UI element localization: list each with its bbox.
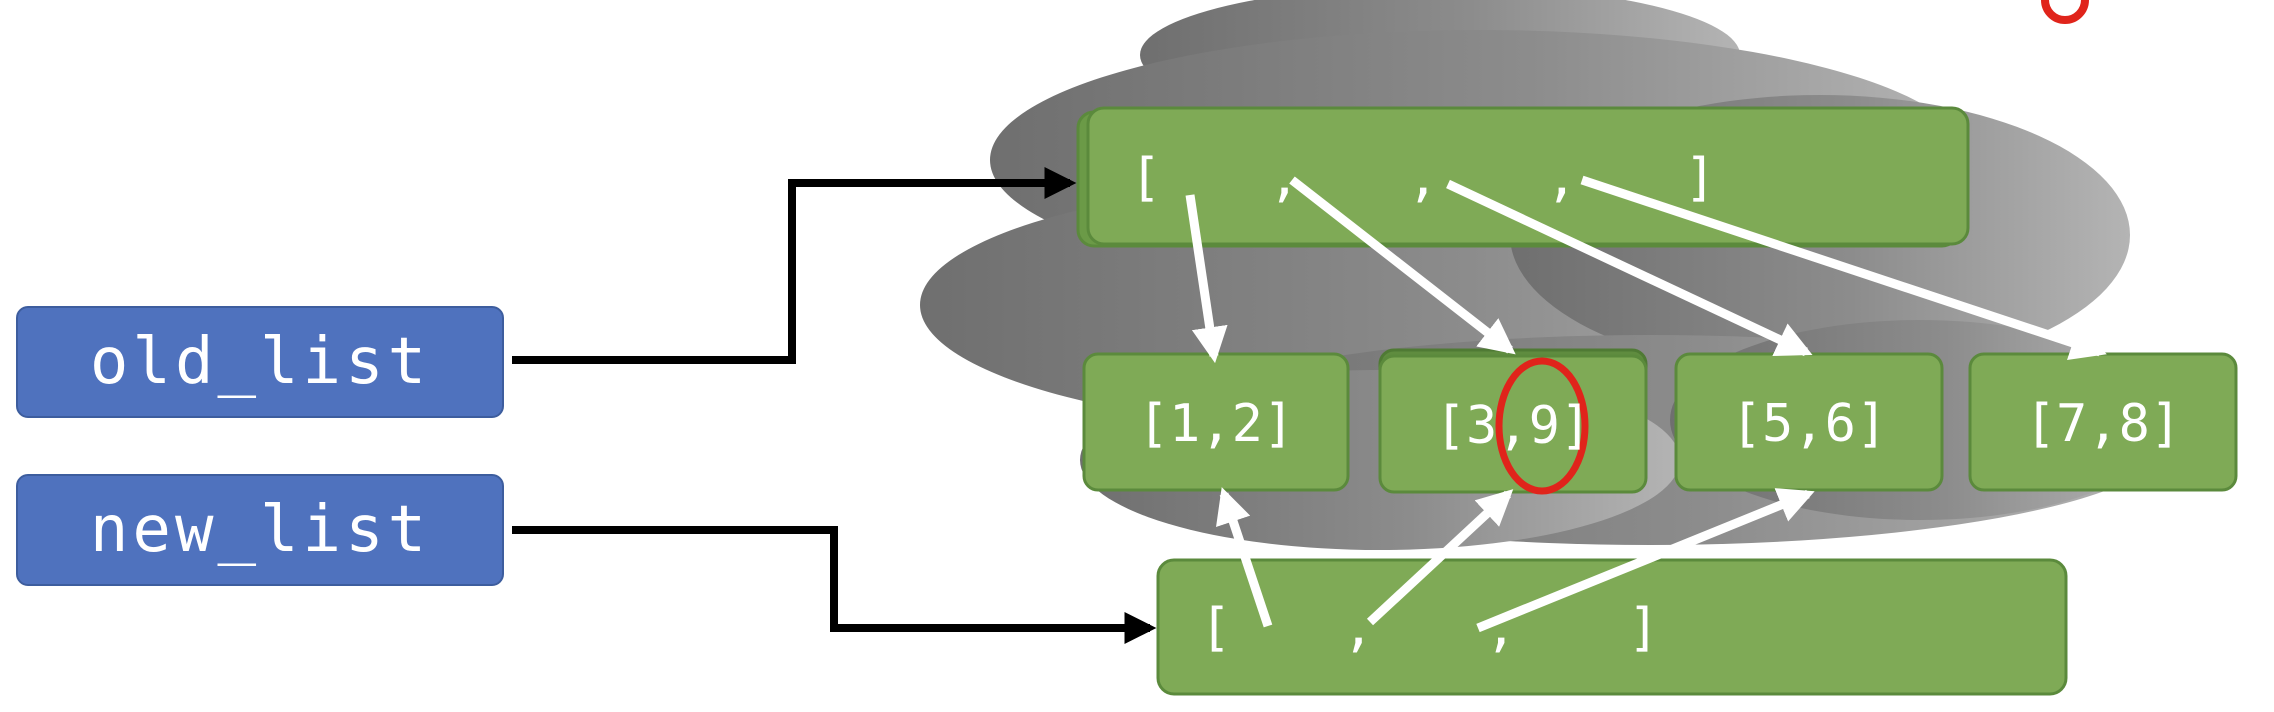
pointer-arrow-old-3 (1446, 179, 1813, 357)
pointer-arrow-old-4 (1580, 175, 2107, 361)
new-list-contents: [ , , ] (1200, 598, 1700, 658)
pointer-arrow-new-2 (1366, 489, 1514, 626)
new-list-label: new_list (89, 493, 431, 567)
new-list-box (1156, 558, 2068, 696)
inner-list-4-value: [7,8] (2024, 394, 2182, 454)
pointer-arrow-new-1 (1216, 487, 1273, 628)
old-list-variable: old_list (16, 306, 504, 418)
inner-list-2-value: [3,9] (1434, 396, 1592, 456)
old-list-box (1086, 106, 1970, 246)
inner-list-1-value: [1,2] (1137, 394, 1295, 454)
pointer-arrow-old-2 (1289, 176, 1516, 355)
pointer-arrow-new-3 (1476, 488, 1815, 633)
inner-list-3-value: [5,6] (1730, 394, 1888, 454)
highlight-arc-partial (2041, 0, 2089, 24)
pointer-arrow-old-1 (1185, 194, 1228, 364)
old-list-reference-arrow (512, 167, 1077, 364)
new-list-variable: new_list (16, 474, 504, 586)
changed-value-highlight (1495, 357, 1589, 495)
old-list-label: old_list (89, 325, 431, 399)
old-list-contents: [ , , , ] (1130, 148, 1754, 208)
new-list-reference-arrow (512, 526, 1157, 644)
